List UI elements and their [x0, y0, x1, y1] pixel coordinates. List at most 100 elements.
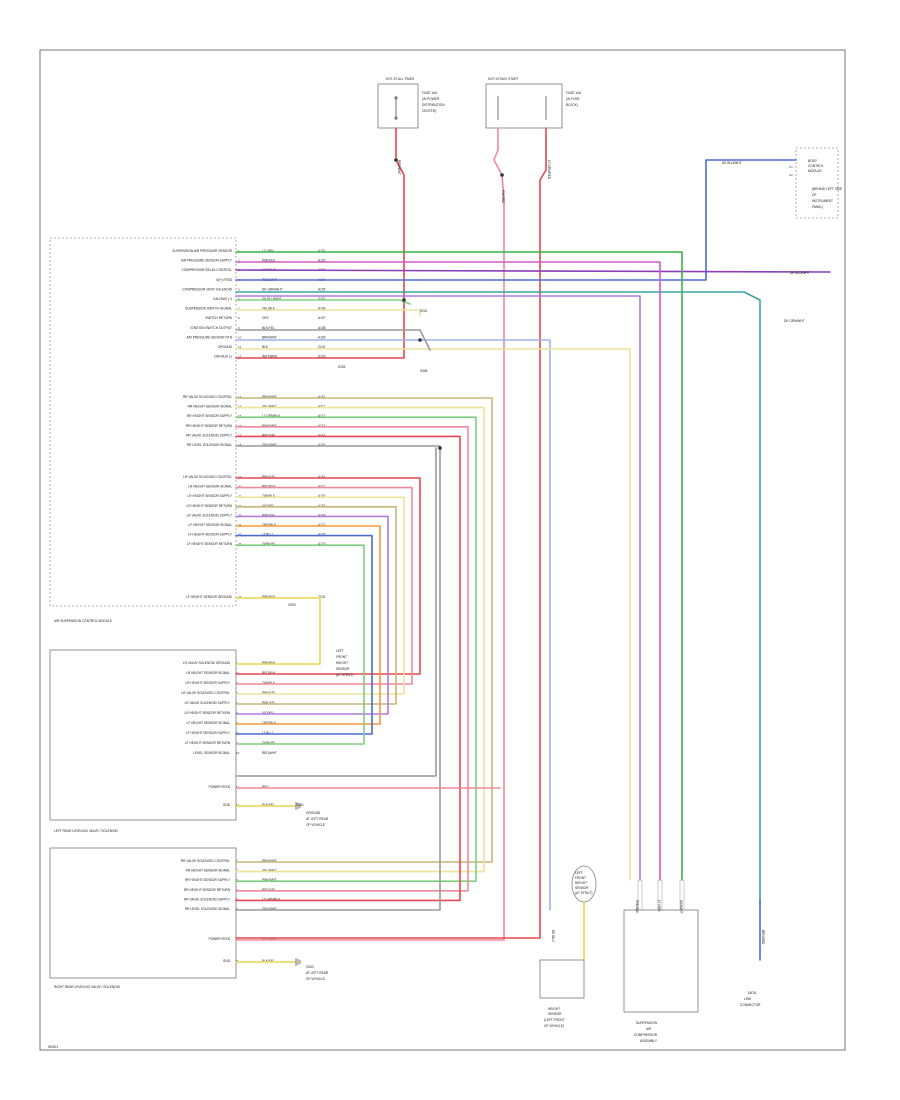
relay-left-front: LEFT FRONT HEIGHT SENSOR (AT STRUT): [571, 865, 597, 903]
row-label: CAN BUS (+): [213, 297, 232, 301]
row-label: RR LEVEL SOLENOID SIGNAL: [187, 443, 232, 447]
row-wire-tag: LT BLU: [262, 731, 273, 735]
row-circuit-code: A101: [318, 249, 326, 253]
splice-dot-icon: [438, 446, 442, 450]
wire-lr-2: [235, 486, 413, 685]
row-wire-tag: BLK/YEL: [262, 326, 275, 330]
row-circuit-code: D101: [318, 297, 326, 301]
row-pin: 8: [238, 316, 240, 320]
row-circuit-code: A118: [318, 494, 325, 498]
row-wire-tag: PNK/YEL: [262, 701, 276, 705]
row-wire-tag: LT GRN/BLK: [262, 414, 281, 418]
row-label: LF HEIGHT SENSOR RETURN: [187, 542, 233, 546]
row-circuit-code: Z102: [318, 595, 325, 599]
row-pin: 3: [236, 681, 238, 685]
row-label: LR HEIGHT SENSOR SUPPLY: [187, 494, 232, 498]
row-wire-tag: LT BLU: [262, 533, 273, 537]
left-rear-module-label: LEFT REAR LEVELING VALVE / SOLENOID: [54, 829, 118, 833]
row-label: CAN BUS (-): [214, 355, 232, 359]
row-pin: 26: [238, 542, 242, 546]
row-pin: 22: [238, 504, 242, 508]
row-label: LF HEIGHT SENSOR GROUND: [186, 595, 233, 599]
rr-power-wire: RED/WHT: [262, 937, 277, 941]
row-label: RR HEIGHT SENSOR SIGNAL: [188, 405, 233, 409]
rr-ground-pin: 8: [236, 959, 238, 963]
rr-ground-wire: BLK/YEL: [262, 959, 275, 963]
row-pin: 14: [238, 405, 242, 409]
row-label: RR VALVE SOLENOID CONTROL: [181, 859, 230, 863]
lf-note-1: LEFT: [336, 649, 344, 653]
lr-ground-label: GND: [223, 803, 231, 807]
height-sensor-title-1: HEIGHT: [548, 1007, 560, 1011]
height-sensor-bottom: HEIGHT SENSOR (LEFT FRONT OF VEHICLE): [539, 959, 585, 1028]
vertical-wire-tag: DK BLU: [551, 930, 555, 942]
row-pin: 6: [236, 711, 238, 715]
ground-note-rr: G302 AT LEFT REAR OF VEHICLE: [306, 965, 329, 981]
row-label: LEVEL SENSOR SIGNAL: [193, 751, 230, 755]
fuse-left-title: HOT AT ALL TIMES: [386, 77, 414, 81]
relay-label-3: HEIGHT: [575, 881, 587, 885]
row-circuit-code: A115: [318, 443, 325, 447]
fuse-right-desc-3: BLOCK): [566, 103, 578, 107]
row-label: GROUND: [218, 345, 233, 349]
compressor-assembly: SUSPENSION AIR COMPRESSOR ASSEMBLY: [623, 909, 699, 1043]
wire-lr-6: [235, 525, 381, 725]
row-pin: 5: [238, 287, 240, 291]
top-wire-tag: RED/WHT: [397, 160, 401, 175]
wire-rr-2: [235, 406, 485, 873]
bcm-title-2: CONTROL: [808, 164, 824, 168]
splice-dot-icon: [402, 298, 406, 302]
row-pin: 21: [238, 494, 242, 498]
right-rear-module-label: RIGHT REAR LEVELING VALVE / SOLENOID: [54, 985, 121, 989]
relay-label-4: SENSOR: [575, 886, 589, 890]
row-circuit-code: A107: [318, 316, 326, 320]
row-wire-tag: RED/WHT: [262, 751, 277, 755]
wire-lr-7: [235, 534, 373, 735]
row-pin: 3: [236, 878, 238, 882]
top-fuse-right: HOT IN RUN, START FUSE 10A (IN FUSE BLOC…: [485, 77, 582, 129]
row-wire-tag: RED/YEL: [262, 433, 276, 437]
row-wire-tag: BRN/WHT: [262, 335, 277, 339]
lr-power-wire: RED: [262, 785, 269, 789]
relay-label-1: LEFT: [575, 871, 583, 875]
ground-note-rr-3: OF VEHICLE: [306, 977, 325, 981]
wire-pressure-supply: [235, 261, 661, 881]
top-wire-tag: LT GRN/RED: [547, 160, 551, 180]
row-wire-tag: YEL/WHT: [262, 869, 276, 873]
row-pin: 4: [236, 691, 238, 695]
row-wire-tag: GRN/YEL: [262, 741, 276, 745]
row-wire-tag: WHT/BRN: [262, 355, 278, 359]
main-module: AIR SUSPENSION CONTROL MODULE SUSPENSION…: [49, 237, 326, 623]
row-pin: 25: [238, 533, 242, 537]
ground-symbol-icon: [295, 958, 301, 966]
row-pin: 8: [236, 731, 238, 735]
body-control-module: BODY CONTROL MODULE (BEHIND LEFT SIDE OF…: [722, 147, 842, 219]
fuse-right-desc-2: (IN FUSE: [566, 97, 580, 101]
splice-dot-icon: [500, 173, 504, 177]
lf-note-3: HEIGHT: [336, 661, 348, 665]
row-pin: 6: [236, 907, 238, 911]
wire-lr-8: [235, 544, 365, 745]
dlc-label-3: CONNECTOR: [740, 1003, 761, 1007]
row-label: SUSPENSION SWITCH SIGNAL: [185, 307, 232, 311]
ground-symbol-icon: [295, 802, 301, 810]
row-label: SWITCH RETURN: [205, 316, 232, 320]
page-code: W0001: [48, 1045, 58, 1049]
compressor-label-4: ASSEMBLY: [640, 1039, 658, 1043]
row-pin: 2: [238, 259, 240, 263]
lr-ground-pin: 12: [236, 803, 240, 807]
row-circuit-code: A117: [318, 485, 325, 489]
row-wire-tag: RED/YEL: [262, 888, 276, 892]
bcm-desc-1: (BEHIND LEFT SIDE: [812, 187, 842, 191]
row-wire-tag: PNK/WHT: [262, 424, 277, 428]
